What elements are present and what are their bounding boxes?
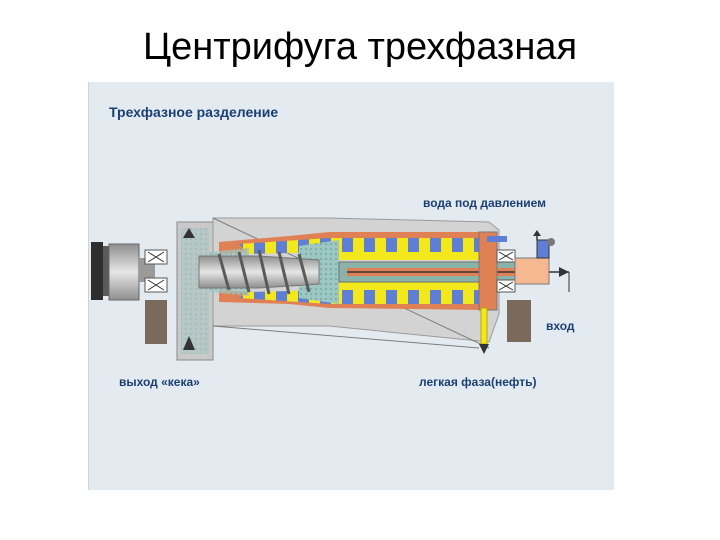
diagram-title: Трехфазное разделение	[109, 104, 279, 120]
solids-housing	[176, 221, 214, 361]
screw-conveyor	[198, 249, 320, 295]
left-bearing	[144, 249, 168, 344]
light-phase-outlet	[479, 307, 489, 354]
heavy-phase-outlet	[487, 236, 507, 242]
label-inlet: вход	[546, 319, 575, 333]
label-cake-outlet: выход «кека»	[119, 375, 200, 389]
water-inlet-fitting	[533, 230, 555, 259]
drive-pulley	[91, 242, 155, 301]
right-end-cap	[478, 231, 550, 342]
label-light-phase: легкая фаза(нефть)	[419, 375, 537, 389]
label-pressurized-water: вода под давлением	[423, 196, 547, 210]
slide-title: Центрифуга трехфазная	[142, 26, 578, 68]
centrifuge-diagram	[91, 217, 570, 361]
diagram-panel: Трехфазное разделение вода под давлением…	[88, 82, 614, 490]
